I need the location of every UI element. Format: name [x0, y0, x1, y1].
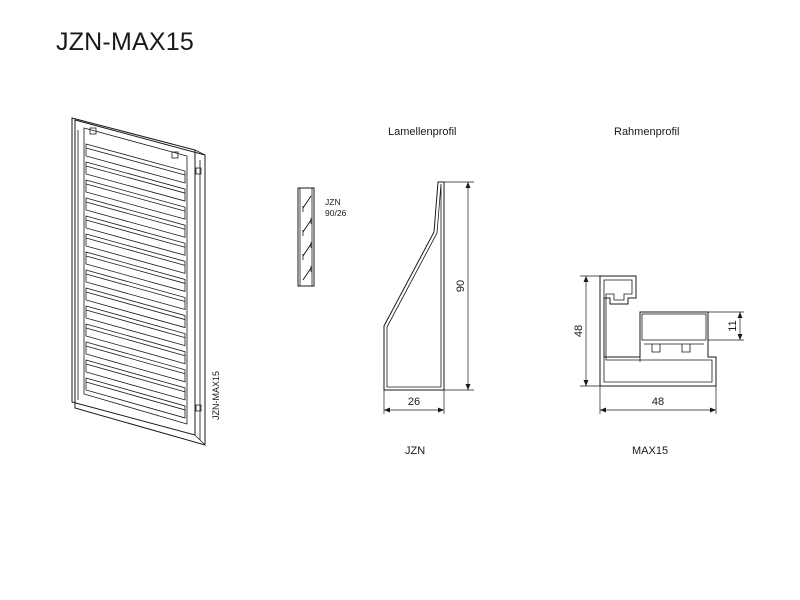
louver-slat-edge [85, 183, 186, 212]
hinge-top-left [89, 127, 97, 135]
frame-profile-inner [603, 279, 713, 383]
handle-bottom [195, 404, 202, 412]
slat-width-dim: 26 [408, 396, 420, 408]
dim-arrow [583, 276, 589, 282]
handle-top [195, 167, 202, 175]
louver-slats [85, 143, 186, 419]
louver-slat [85, 143, 186, 184]
window-vertical-label: JZN-MAX15 [211, 371, 221, 420]
louver-slat [85, 287, 186, 329]
louver-slat [85, 269, 186, 311]
louver-slat-edge [85, 147, 186, 176]
slat-profile-heading: Lamellenprofil [388, 126, 457, 138]
louver-slat-edge [85, 237, 186, 266]
slat-profile-inner [386, 183, 442, 388]
frame-channel-slots [644, 343, 704, 353]
dim-arrow [465, 182, 471, 188]
louver-slat-edge [85, 273, 186, 302]
small-profile-outline [297, 187, 315, 287]
window-depth-top [194, 149, 206, 156]
window-outer-frame [71, 117, 196, 436]
small-profile-label-line1: JZN [325, 197, 341, 207]
louver-slat-edge [85, 309, 186, 339]
window-back-panel [74, 119, 206, 446]
louver-slat [85, 215, 186, 256]
louver-slat [85, 179, 186, 220]
louver-slat-edge [85, 255, 186, 284]
louver-slat [85, 161, 186, 202]
dim-arrow [583, 380, 589, 386]
louver-slat-edge [85, 201, 186, 230]
dim-arrow [600, 407, 606, 413]
louver-slat-edge [85, 363, 186, 393]
slat-height-dim: 90 [455, 280, 467, 292]
dim-arrow [465, 384, 471, 390]
dim-arrow [438, 407, 444, 413]
louver-slat-edge [85, 327, 186, 357]
dim-arrow [737, 334, 743, 340]
louver-slat [85, 341, 186, 383]
louver-slat-edge [85, 219, 186, 248]
slat-profile-shape [383, 181, 445, 391]
louver-slat [85, 197, 186, 238]
page-title: JZN-MAX15 [56, 28, 194, 56]
louver-window-drawing [71, 117, 206, 446]
frame-profile-caption: MAX15 [632, 445, 669, 457]
window-inner-frame [83, 127, 188, 425]
frame-profile-heading: Rahmenprofil [614, 126, 680, 138]
louver-slat [85, 251, 186, 292]
small-slat-profile [297, 187, 315, 287]
dim-arrow [384, 407, 390, 413]
louver-slat-edge [85, 381, 186, 411]
louver-slat [85, 359, 186, 401]
louver-slat [85, 323, 186, 365]
small-profile-label-line2: 90/26 [325, 208, 347, 218]
frame-height-dim: 48 [573, 325, 585, 337]
frame-small-dim: 11 [727, 320, 739, 331]
frame-channel [641, 313, 707, 341]
slat-profile-drawing: 90 26 [383, 181, 474, 414]
frame-width-dim: 48 [652, 396, 664, 408]
louver-slat [85, 377, 186, 419]
small-profile-label: JZN 90/26 [325, 197, 346, 219]
louver-slat-edge [85, 291, 186, 320]
hinge-top-right [171, 151, 179, 159]
slat-profile-caption: JZN [405, 445, 426, 457]
small-profile-hooks [302, 206, 312, 272]
louver-slat-edge [85, 165, 186, 194]
frame-profile-shape [599, 275, 717, 387]
louver-slat [85, 305, 186, 347]
small-profile-slats [302, 195, 312, 281]
louver-slat [85, 233, 186, 274]
frame-profile-drawing: 48 48 11 [573, 275, 744, 414]
dim-arrow [737, 312, 743, 318]
dim-arrow [710, 407, 716, 413]
louver-slat-edge [85, 345, 186, 375]
